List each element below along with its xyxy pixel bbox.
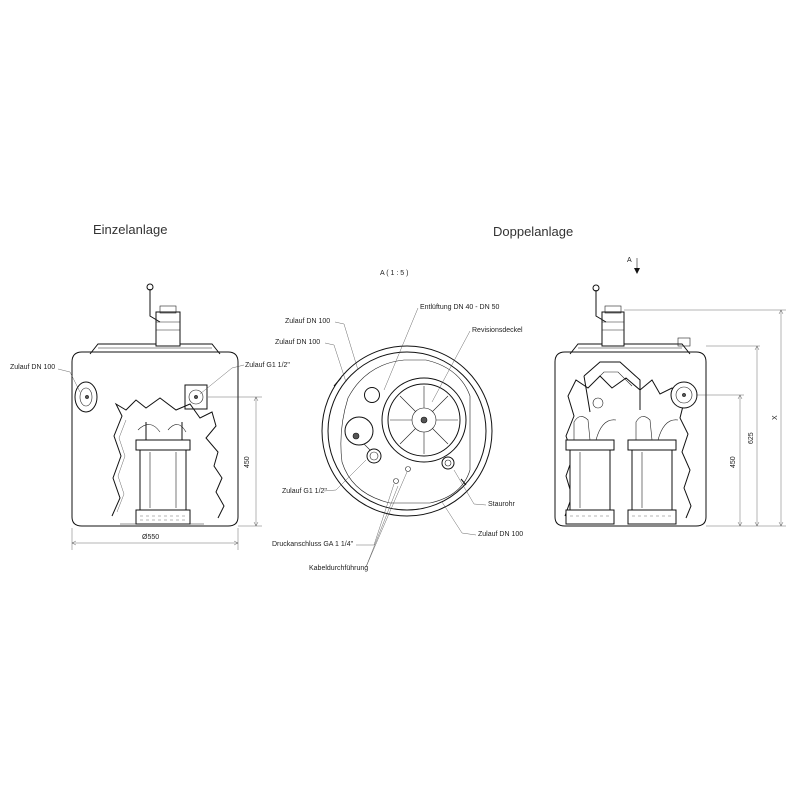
top-inlet-g1-label: Zulauf G1 1/2" bbox=[282, 488, 327, 495]
vent-label: Entlüftung DN 40 - DN 50 bbox=[420, 304, 500, 311]
top-inlet-1-label: Zulauf DN 100 bbox=[285, 318, 331, 325]
top-view-drawing bbox=[321, 307, 493, 568]
double-unit-drawing bbox=[554, 258, 786, 527]
double-dim-450: 450 bbox=[730, 456, 737, 468]
top-inlet-2-label: Zulauf DN 100 bbox=[275, 339, 321, 346]
top-inlet-bottom-label: Zulauf DN 100 bbox=[478, 531, 524, 538]
single-inlet-right-label: Zulauf G1 1/2" bbox=[245, 362, 290, 369]
section-view-label: A ( 1 : 5 ) bbox=[380, 270, 409, 277]
heading-single-unit: Einzelanlage bbox=[93, 222, 168, 237]
single-height-dimension: 450 bbox=[244, 456, 251, 468]
pressure-connection-label: Druckanschluss GA 1 1/4" bbox=[272, 541, 354, 548]
inspection-cover-label: Revisionsdeckel bbox=[472, 327, 523, 334]
section-marker-label: A bbox=[627, 257, 632, 264]
double-dim-625: 625 bbox=[748, 432, 755, 444]
cable-entry-label: Kabeldurchführung bbox=[309, 565, 369, 572]
single-unit-drawing bbox=[57, 283, 262, 550]
double-dim-x: X bbox=[772, 415, 779, 420]
baffle-pipe-label: Staurohr bbox=[488, 501, 515, 508]
heading-double-unit: Doppelanlage bbox=[493, 224, 574, 239]
single-inlet-left-label: Zulauf DN 100 bbox=[10, 364, 56, 371]
single-diameter-dimension: Ø550 bbox=[142, 534, 160, 541]
